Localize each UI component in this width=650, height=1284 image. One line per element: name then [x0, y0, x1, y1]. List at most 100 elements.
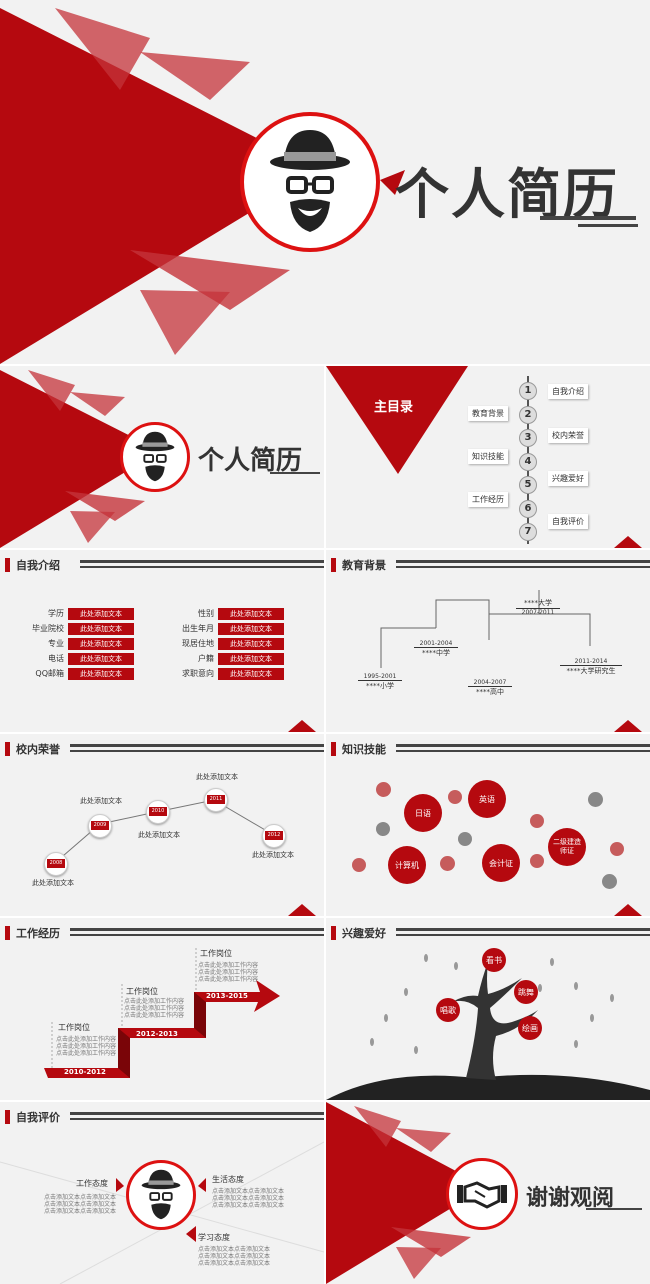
- toc-slide[interactable]: 主目录 1 2 3 4 5 6 7 自我介绍 校内荣誉 兴趣爱好 自我评价 教育…: [326, 366, 650, 548]
- eval-desc-line: 点击添加文本点击添加文本: [44, 1194, 117, 1201]
- honor-year: 2010: [149, 807, 167, 816]
- evaluation-slide[interactable]: 自我评价 工作态度 点击添加文本点击添加文本点击添加文本点击添加文本点击添加文本…: [0, 1102, 324, 1284]
- field-value[interactable]: 此处添加文本: [218, 668, 284, 680]
- work-period: 2012-2013: [136, 1030, 178, 1038]
- small-underline: [270, 472, 320, 474]
- toc-number: 4: [519, 452, 537, 471]
- cover-triangles: [0, 8, 405, 364]
- skill-accounting[interactable]: 会计证: [482, 844, 520, 882]
- edu-school: ****小学: [366, 682, 394, 690]
- intro-right-labels: 性别 出生年月 现居住地 户籍 求职意向: [168, 608, 214, 683]
- work-desc-line: 点击此处添加工作内容: [56, 1050, 117, 1057]
- corner-triangle: [614, 904, 642, 916]
- cover-small-triangles: [0, 370, 160, 548]
- honor-text: 此处添加文本: [80, 797, 122, 805]
- work-desc-line: 点击此处添加工作内容: [198, 969, 259, 976]
- evaluation-title: 自我评价: [16, 1111, 60, 1124]
- toc-item-honors[interactable]: 校内荣誉: [548, 428, 588, 443]
- work-desc: 点击此处添加工作内容点击此处添加工作内容点击此处添加工作内容: [56, 1036, 116, 1057]
- skills-slide[interactable]: 知识技能 日语 英语 计算机 会计证 二级建造师证: [326, 734, 650, 916]
- field-label: 电话: [48, 654, 64, 663]
- skill-engineer-cert[interactable]: 二级建造师证: [548, 828, 586, 866]
- honor-year: 2012: [265, 831, 283, 840]
- honors-slide[interactable]: 校内荣誉 2008 2009 2010 2011 2012 此处添加文本 此处添…: [0, 734, 324, 916]
- deco-dot: [376, 782, 391, 797]
- work-position: 工作岗位: [126, 987, 158, 996]
- toc-number: 5: [519, 476, 537, 494]
- deco-dot: [602, 874, 617, 889]
- eval-desc-line: 点击添加文本点击添加文本: [198, 1253, 271, 1260]
- deco-dot: [440, 856, 455, 871]
- field-label: 毕业院校: [32, 624, 64, 633]
- intro-title: 自我介绍: [16, 559, 60, 572]
- background-lines: [0, 1141, 324, 1284]
- toc-item-hobbies[interactable]: 兴趣爱好: [548, 471, 588, 486]
- toc-item-work[interactable]: 工作经历: [468, 492, 508, 507]
- skill-japanese[interactable]: 日语: [404, 794, 442, 832]
- field-value[interactable]: 此处添加文本: [218, 638, 284, 650]
- field-value[interactable]: 此处添加文本: [68, 638, 134, 650]
- work-position: 工作岗位: [58, 1023, 90, 1032]
- field-value[interactable]: 此处添加文本: [218, 623, 284, 635]
- education-slide[interactable]: 教育背景 1995-2001 ****小学 2001-2004 ****中学 2…: [326, 550, 650, 732]
- eval-desc-line: 点击添加文本点击添加文本: [212, 1195, 285, 1202]
- cover-slide[interactable]: 个人简历: [0, 0, 650, 364]
- field-value[interactable]: 此处添加文本: [68, 668, 134, 680]
- field-value[interactable]: 此处添加文本: [218, 653, 284, 665]
- cover-title-underline2: [578, 224, 638, 227]
- deco-dot: [530, 814, 544, 828]
- small-avatar-circle: [120, 422, 190, 492]
- work-slide[interactable]: 工作经历 2010-2012 2012-2013 2013-2015 工作岗位 …: [0, 918, 324, 1100]
- cover-small-slide[interactable]: 个人简历: [0, 366, 324, 548]
- intro-slide[interactable]: 自我介绍 学历 毕业院校 专业 电话 QQ邮箱 此处添加文本 此处添加文本 此处…: [0, 550, 324, 732]
- eval-study-desc: 点击添加文本点击添加文本点击添加文本点击添加文本点击添加文本点击添加文本: [198, 1246, 270, 1267]
- work-staircase-arrow: [44, 948, 280, 1078]
- work-desc-line: 点击此处添加工作内容: [56, 1036, 117, 1043]
- eval-desc-line: 点击添加文本点击添加文本: [44, 1208, 117, 1215]
- cover-title-underline: [540, 216, 636, 220]
- hobbies-slide[interactable]: 兴趣爱好 看书 唱歌 跳舞 绘画: [326, 918, 650, 1100]
- toc-title: 主目录: [374, 400, 414, 415]
- toc-item-evaluation[interactable]: 自我评价: [548, 514, 588, 529]
- intro-header: 自我介绍: [0, 556, 60, 574]
- edu-stage-middle: 2001-2004 ****中学: [414, 640, 458, 658]
- toc-item-skills[interactable]: 知识技能: [468, 449, 508, 464]
- header-line2: [70, 1118, 324, 1120]
- hobbies-header: 兴趣爱好: [326, 924, 386, 942]
- hobby-singing[interactable]: 唱歌: [436, 998, 460, 1022]
- toc-numbers: 1 2 3 4 5 6 7: [519, 382, 537, 541]
- eval-work-name: 工作态度: [76, 1179, 108, 1188]
- edu-years: 2001-2004: [414, 640, 458, 648]
- field-value[interactable]: 此处添加文本: [68, 653, 134, 665]
- field-value[interactable]: 此处添加文本: [218, 608, 284, 620]
- eval-desc-line: 点击添加文本点击添加文本: [212, 1188, 285, 1195]
- hobby-dancing[interactable]: 跳舞: [514, 980, 538, 1004]
- edu-stage-university: ****大学 2007-2011: [516, 598, 560, 616]
- toc-item-self-intro[interactable]: 自我介绍: [548, 384, 588, 399]
- header-line: [396, 928, 650, 931]
- hobby-painting[interactable]: 绘画: [518, 1016, 542, 1040]
- field-value[interactable]: 此处添加文本: [68, 608, 134, 620]
- edu-stage-graduate: 2011-2014 ****大学研究生: [560, 658, 622, 676]
- deco-dot: [376, 822, 390, 836]
- toc-item-education[interactable]: 教育背景: [468, 406, 508, 421]
- skill-computer[interactable]: 计算机: [388, 846, 426, 884]
- deco-dot: [530, 854, 544, 868]
- header-line: [70, 928, 324, 931]
- field-value[interactable]: 此处添加文本: [68, 623, 134, 635]
- thanks-underline: [586, 1208, 642, 1210]
- edu-school: ****大学研究生: [566, 667, 616, 675]
- work-period: 2013-2015: [206, 992, 248, 1000]
- education-tree-lines: [380, 590, 591, 668]
- skill-english[interactable]: 英语: [468, 780, 506, 818]
- hobby-reading[interactable]: 看书: [482, 948, 506, 972]
- honor-badge-icon: 2008: [44, 852, 68, 876]
- eval-avatar-circle: [126, 1160, 196, 1230]
- header-line2: [396, 934, 650, 936]
- edu-stage-high: 2004-2007 ****高中: [468, 679, 512, 697]
- honor-badge-icon: 2011: [204, 788, 228, 812]
- thanks-slide[interactable]: 谢谢观阅: [326, 1102, 650, 1284]
- education-title: 教育背景: [342, 559, 386, 572]
- edu-years: 2011-2014: [560, 658, 622, 666]
- eval-life-desc: 点击添加文本点击添加文本点击添加文本点击添加文本点击添加文本点击添加文本: [212, 1188, 284, 1209]
